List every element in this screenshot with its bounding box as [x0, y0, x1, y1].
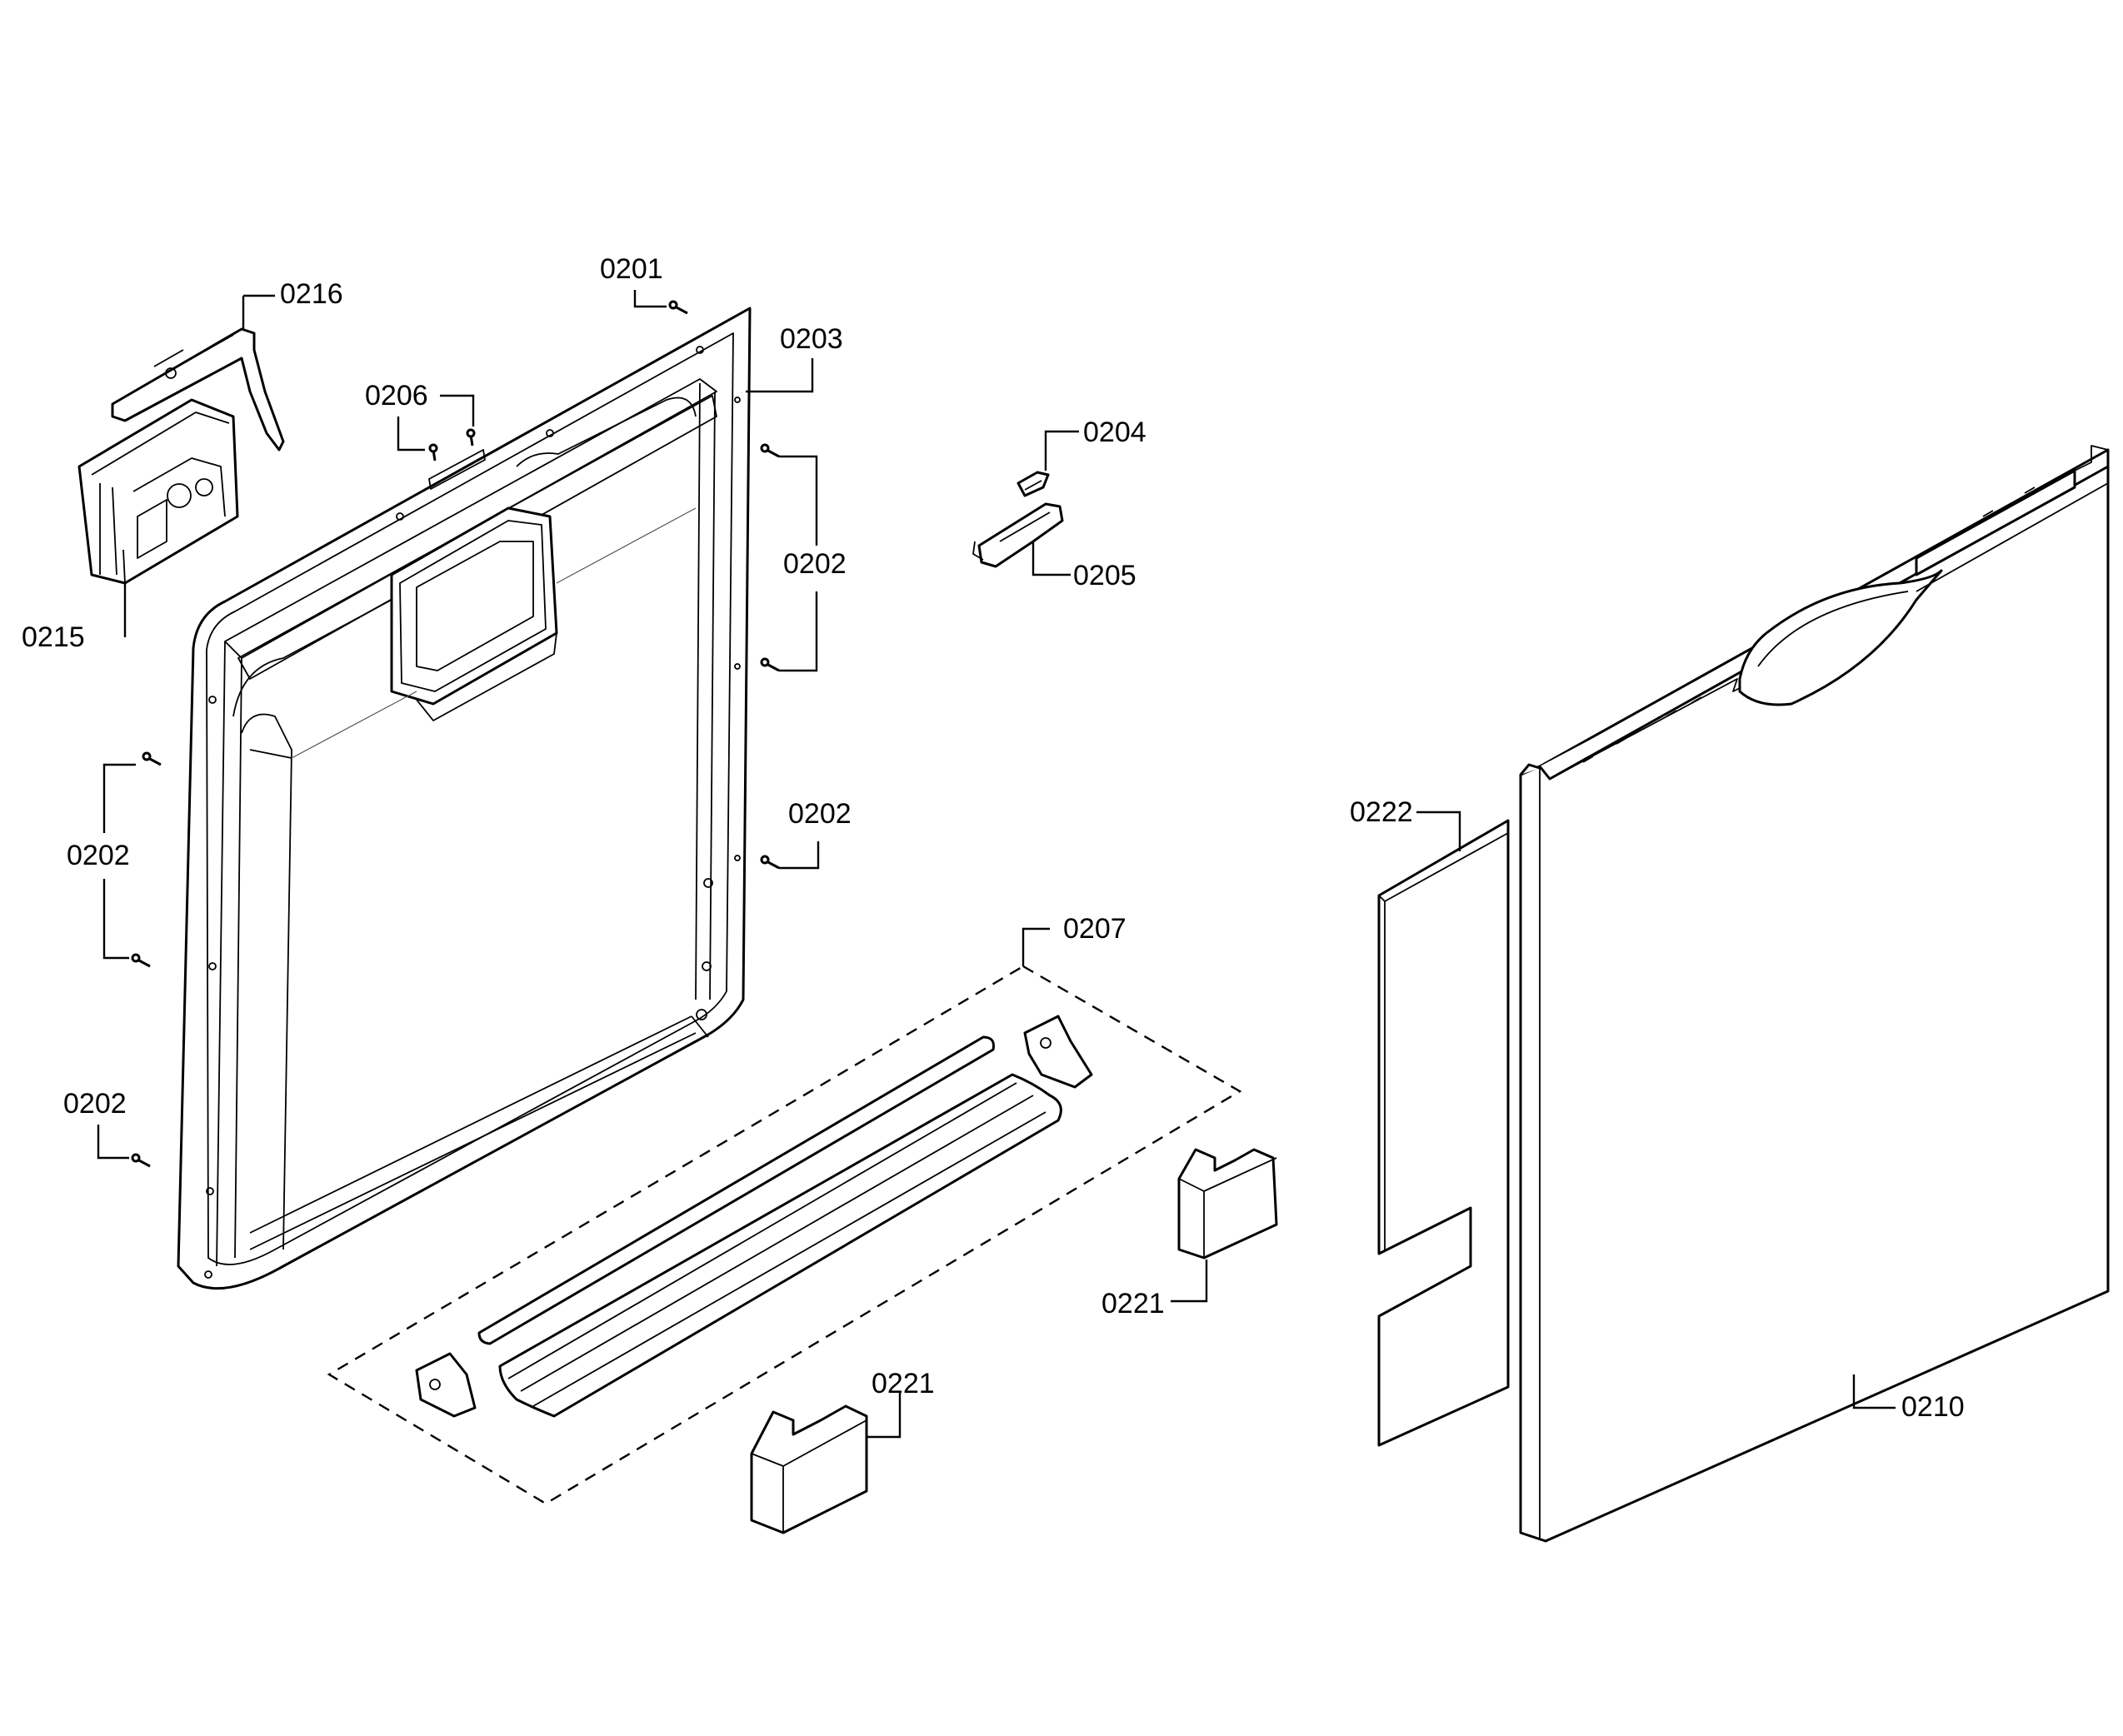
- label-0202-right-lower: 0202: [788, 798, 852, 830]
- latch-bracket: [111, 327, 285, 451]
- detergent-dispenser: [77, 398, 239, 585]
- screw-0202-mid-right: [760, 657, 780, 672]
- hinge-cover-lower: [750, 1404, 868, 1534]
- leader-lines: [97, 290, 1896, 1439]
- label-0202-right-upper: 0202: [783, 548, 847, 580]
- outer-door-panel: [1519, 445, 2110, 1543]
- screw-0202-left-mid: [131, 953, 151, 968]
- hinge-lever: [972, 502, 1064, 568]
- label-0202-left-mid: 0202: [67, 840, 130, 871]
- label-0221-upper: 0221: [1101, 1288, 1165, 1319]
- screw-0206-b: [466, 428, 476, 446]
- inner-door-frame: [177, 307, 752, 1290]
- screw-0201: [668, 300, 688, 315]
- label-0204: 0204: [1083, 417, 1146, 448]
- screw-0206-a: [428, 443, 438, 461]
- insulation-pad: [1377, 819, 1510, 1447]
- screw-0202-left-top: [142, 751, 162, 766]
- label-0206: 0206: [365, 380, 428, 412]
- label-0205: 0205: [1073, 560, 1136, 591]
- label-0203: 0203: [780, 323, 843, 355]
- hinge-cover-upper: [1177, 1148, 1278, 1260]
- bottom-seal-assembly: [327, 965, 1242, 1505]
- screw-0202-left-low: [131, 1153, 151, 1168]
- label-0221-lower: 0221: [872, 1368, 935, 1399]
- label-0207: 0207: [1063, 913, 1126, 945]
- label-0201: 0201: [600, 253, 663, 285]
- label-0222: 0222: [1350, 796, 1413, 828]
- hinge-clip: [1017, 471, 1050, 497]
- label-0210: 0210: [1901, 1391, 1965, 1423]
- screw-0202-low-right: [760, 855, 780, 870]
- label-0202-left-low: 0202: [63, 1088, 127, 1120]
- label-0216: 0216: [280, 278, 343, 310]
- part-labels: 0216 0215 0201 0203 0206 0202 0202 0202 …: [22, 253, 1965, 1423]
- label-0215: 0215: [22, 621, 85, 653]
- screw-0202-top-right: [760, 443, 780, 458]
